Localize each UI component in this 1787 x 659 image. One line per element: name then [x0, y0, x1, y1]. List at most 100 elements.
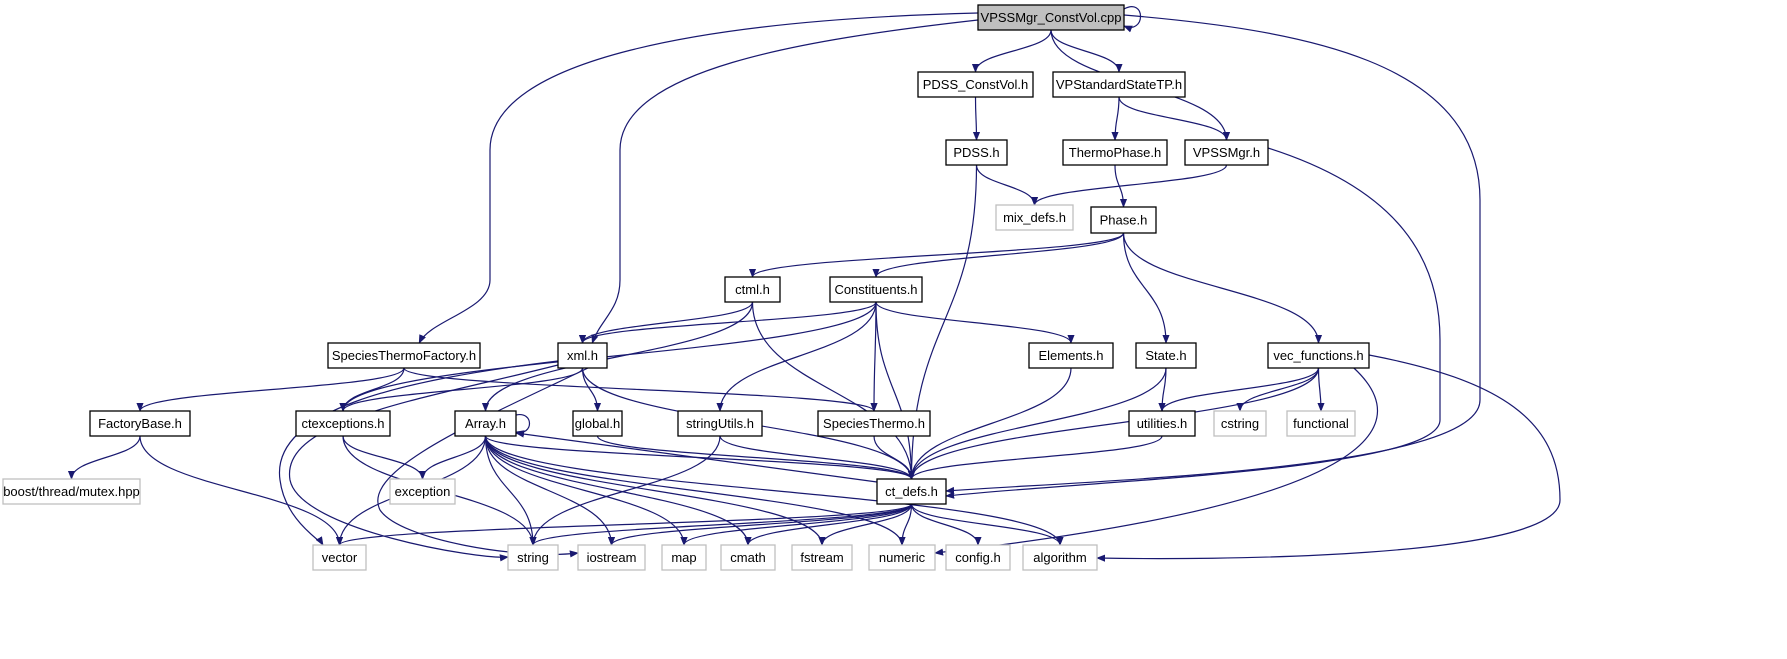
- edge-ctdefs-to-iostream: [608, 503, 913, 546]
- edge-array-to-fstream: [484, 435, 826, 546]
- edge-pdss-to-mixdefs: [975, 164, 1039, 206]
- node-exception: exception: [389, 478, 456, 505]
- node-label: map: [671, 550, 696, 565]
- node-label: PDSS.h: [953, 145, 999, 160]
- edge-cpp-to-ctdefs: [945, 14, 1481, 495]
- edge-constit-to-ctdefs: [875, 301, 916, 480]
- node-vecf[interactable]: vec_functions.h: [1267, 342, 1370, 369]
- edge-ctml-to-array: [481, 301, 754, 412]
- node-label: config.h: [955, 550, 1001, 565]
- node-global[interactable]: global.h: [572, 410, 623, 437]
- edge-pdssc-to-pdss: [972, 96, 981, 141]
- edge-state-to-utilities: [1158, 367, 1167, 412]
- node-box: [868, 544, 936, 571]
- edge-constit-to-spthermo: [870, 301, 878, 412]
- node-box: [389, 478, 456, 505]
- node-label: cmath: [730, 550, 765, 565]
- node-elements[interactable]: Elements.h: [1028, 342, 1114, 369]
- node-strutil[interactable]: stringUtils.h: [677, 410, 763, 437]
- node-utilities[interactable]: utilities.h: [1128, 410, 1196, 437]
- node-box: [577, 544, 646, 571]
- node-vpssmgr[interactable]: VPSSMgr.h: [1184, 139, 1269, 166]
- edge-cpp-to-xml: [591, 19, 979, 344]
- node-factory[interactable]: FactoryBase.h: [89, 410, 191, 437]
- node-label: VPStandardStateTP.h: [1056, 77, 1182, 92]
- node-cpp[interactable]: VPSSMgr_ConstVol.cpp: [977, 4, 1125, 31]
- node-box: [945, 139, 1008, 166]
- node-functional: functional: [1286, 410, 1356, 437]
- node-box: [557, 342, 608, 369]
- edge-strutil-to-ctdefs: [719, 435, 916, 480]
- node-box: [312, 544, 367, 571]
- edge-array-to-map: [484, 435, 688, 546]
- edge-constit-to-xml: [579, 301, 877, 344]
- node-box: [1184, 139, 1269, 166]
- edge-vpssmgr-to-ctdefs: [945, 147, 1441, 499]
- node-box: [1062, 139, 1168, 166]
- node-box: [507, 544, 559, 571]
- node-box: [1135, 342, 1197, 369]
- node-thermo[interactable]: ThermoPhase.h: [1062, 139, 1168, 166]
- node-box: [2, 478, 141, 505]
- edge-ctml-to-xml: [578, 301, 754, 344]
- node-label: Constituents.h: [834, 282, 917, 297]
- edge-array-to-array: [515, 414, 531, 438]
- edge-vecf-to-functional: [1317, 367, 1325, 412]
- node-algorithm: algorithm: [1022, 544, 1098, 571]
- node-ctexc[interactable]: ctexceptions.h: [295, 410, 391, 437]
- node-box: [89, 410, 191, 437]
- edge-vpstp-to-vpssmgr: [1118, 96, 1231, 141]
- node-mixdefs: mix_defs.h: [995, 204, 1074, 231]
- node-label: SpeciesThermoFactory.h: [332, 348, 476, 363]
- node-ctml[interactable]: ctml.h: [724, 276, 781, 303]
- node-xml[interactable]: xml.h: [557, 342, 608, 369]
- node-box: [917, 71, 1034, 98]
- node-stf[interactable]: SpeciesThermoFactory.h: [327, 342, 481, 369]
- node-box: [1022, 544, 1098, 571]
- node-box: [454, 410, 517, 437]
- node-ctdefs[interactable]: ct_defs.h: [876, 478, 947, 505]
- edge-stf-to-factory: [136, 367, 405, 412]
- node-pdssc[interactable]: PDSS_ConstVol.h: [917, 71, 1034, 98]
- node-box: [724, 276, 781, 303]
- edge-cpp-to-stf: [418, 12, 979, 344]
- node-label: Phase.h: [1100, 212, 1148, 227]
- node-box: [945, 544, 1011, 571]
- edge-vpssmgr-to-mixdefs: [1030, 164, 1228, 206]
- node-vector: vector: [312, 544, 367, 571]
- node-phase[interactable]: Phase.h: [1090, 206, 1157, 234]
- node-box: [1128, 410, 1196, 437]
- edge-ctdefs-to-vector: [336, 503, 913, 546]
- node-box: [661, 544, 707, 571]
- node-label: PDSS_ConstVol.h: [923, 77, 1029, 92]
- edge-cpp-to-pdssc: [971, 29, 1052, 73]
- node-pdss[interactable]: PDSS.h: [945, 139, 1008, 166]
- node-constit[interactable]: Constituents.h: [829, 276, 923, 303]
- edge-array-to-algorithm: [484, 435, 1064, 546]
- edge-ctdefs-to-map: [680, 503, 913, 546]
- node-array[interactable]: Array.h: [454, 410, 517, 437]
- node-label: exception: [395, 484, 451, 499]
- edge-ctdefs-to-string: [529, 503, 913, 546]
- node-box: [829, 276, 923, 303]
- edge-elements-to-ctdefs: [907, 367, 1072, 480]
- edge-utilities-to-ctdefs: [907, 435, 1163, 480]
- node-spthermo[interactable]: SpeciesThermo.h: [817, 410, 931, 437]
- node-label: vec_functions.h: [1273, 348, 1363, 363]
- node-fstream: fstream: [791, 544, 853, 571]
- node-box: [995, 204, 1074, 231]
- node-label: State.h: [1145, 348, 1186, 363]
- node-label: SpeciesThermo.h: [823, 416, 925, 431]
- node-state[interactable]: State.h: [1135, 342, 1197, 369]
- edge-phase-to-constit: [872, 232, 1125, 278]
- edge-array-to-numeric: [484, 435, 906, 546]
- node-cstring: cstring: [1213, 410, 1267, 437]
- node-boost: boost/thread/mutex.hpp: [2, 478, 141, 505]
- edge-phase-to-vecf: [1122, 232, 1323, 344]
- node-config: config.h: [945, 544, 1011, 571]
- node-label: string: [517, 550, 549, 565]
- node-label: VPSSMgr_ConstVol.cpp: [981, 10, 1122, 25]
- node-label: vector: [322, 550, 358, 565]
- node-vpstp[interactable]: VPStandardStateTP.h: [1052, 71, 1186, 98]
